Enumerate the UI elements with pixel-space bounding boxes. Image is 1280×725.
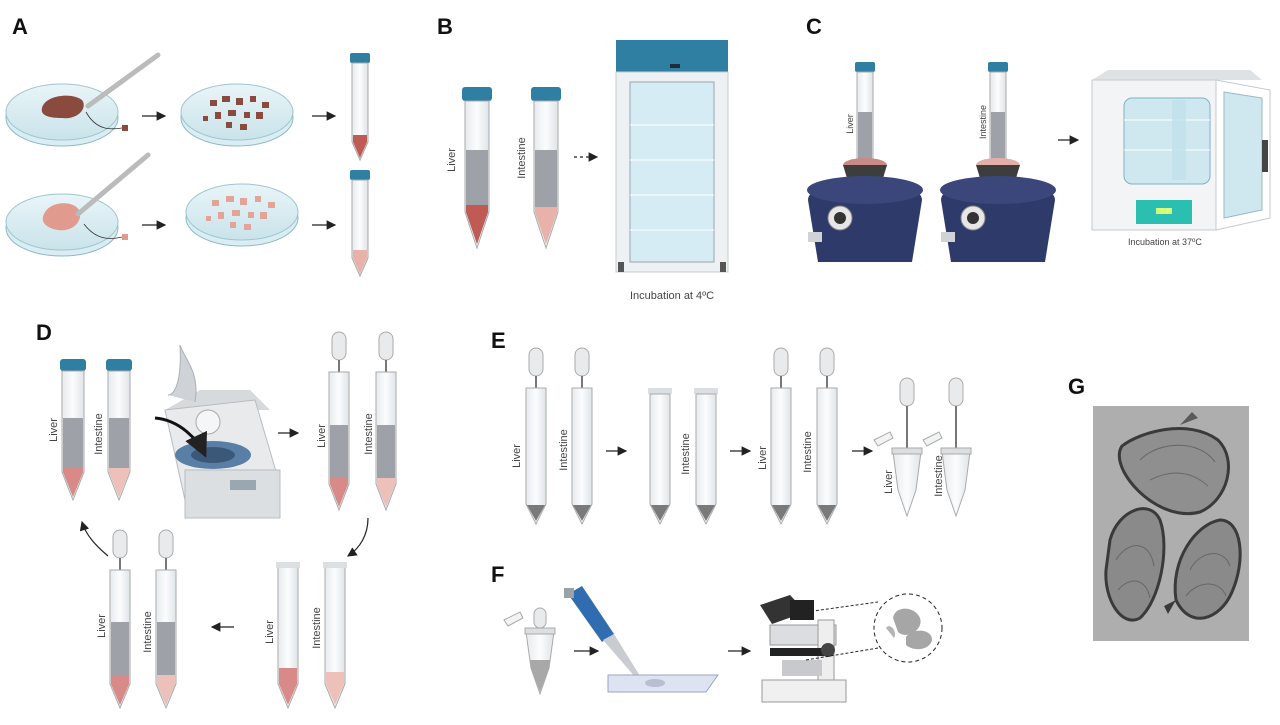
tube-a-intestine [350,170,370,278]
tube-e2-liver [648,388,672,526]
petri-dish-intestine-whole [5,152,151,257]
petri-dish-liver-minced [180,83,294,147]
eppendorf-liver [873,377,923,518]
label-d2-liver: Liver [316,424,328,448]
label-e4-intestine: Intestine [933,455,945,497]
tube-b-liver [462,87,492,250]
caption-incubation-4c: Incubation at 4ºC [630,290,715,302]
tube-e1-intestine [571,347,593,526]
tube-d2-intestine [375,331,397,512]
egg-cell-3 [1164,518,1242,620]
label-d1-liver: Liver [48,418,60,442]
tube-e2-intestine [694,388,718,526]
label-e1-liver: Liver [511,444,523,468]
magnified-parasites [873,593,943,663]
panel-letter-e: E [491,328,506,353]
label-b-liver: Liver [446,148,458,172]
panel-b [462,40,729,273]
tube-e3-liver [770,347,792,526]
microscope [760,595,847,703]
tube-d1-intestine [106,359,132,502]
tube-d1-liver [60,359,86,502]
eppendorf-intestine [922,377,972,518]
vortex-liver [807,62,923,262]
microscope-slide [607,674,719,693]
label-d1-intestine: Intestine [93,413,105,455]
label-e2-intestine: Intestine [680,433,692,475]
refrigerator [615,40,729,273]
label-e3-liver: Liver [757,446,769,470]
panel-g [1093,406,1249,641]
caption-incubation-37c: Incubation at 37ºC [1128,237,1202,247]
egg-cell-1 [1117,412,1230,516]
egg-cell-2 [1104,507,1166,622]
tube-labels: Liver Intestine Liver Intestine Liver In… [48,105,988,653]
panel-letter-b: B [437,14,453,39]
centrifuge [154,344,281,519]
label-e4-liver: Liver [883,470,895,494]
label-b-intestine: Intestine [516,137,528,179]
panel-a [5,52,370,278]
tube-d3-intestine [323,562,347,710]
tube-d2-liver [328,331,350,512]
tube-e1-liver [525,347,547,526]
panel-e [525,347,972,526]
label-c-intestine: Intestine [978,105,988,139]
label-d3-intestine: Intestine [311,607,323,649]
label-d3-liver: Liver [264,620,276,644]
tube-d3-liver [276,562,300,710]
label-d2-intestine: Intestine [363,413,375,455]
tube-d4-liver [109,529,131,710]
pipette [564,586,646,683]
tube-e3-intestine [816,347,838,526]
panel-d [60,331,397,710]
panel-c [807,62,1271,262]
incubator [1091,70,1271,231]
label-c-liver: Liver [845,114,855,134]
tube-b-intestine [531,87,561,250]
panel-f [503,586,943,703]
label-e1-intestine: Intestine [558,429,570,471]
panel-letter-f: F [491,562,505,587]
label-d4-intestine: Intestine [142,611,154,653]
panel-letter-c: C [806,14,822,39]
petri-dish-liver-whole [5,52,161,147]
eppendorf-f [503,607,556,696]
petri-dish-intestine-minced [185,183,299,247]
panel-letter-d: D [36,320,52,345]
vortex-intestine [940,62,1056,262]
panel-letter-a: A [12,14,28,39]
label-d4-liver: Liver [96,614,108,638]
panel-letter-g: G [1068,374,1086,399]
label-e3-intestine: Intestine [802,431,814,473]
tube-d4-intestine [155,529,177,710]
tube-a-liver [350,53,370,162]
